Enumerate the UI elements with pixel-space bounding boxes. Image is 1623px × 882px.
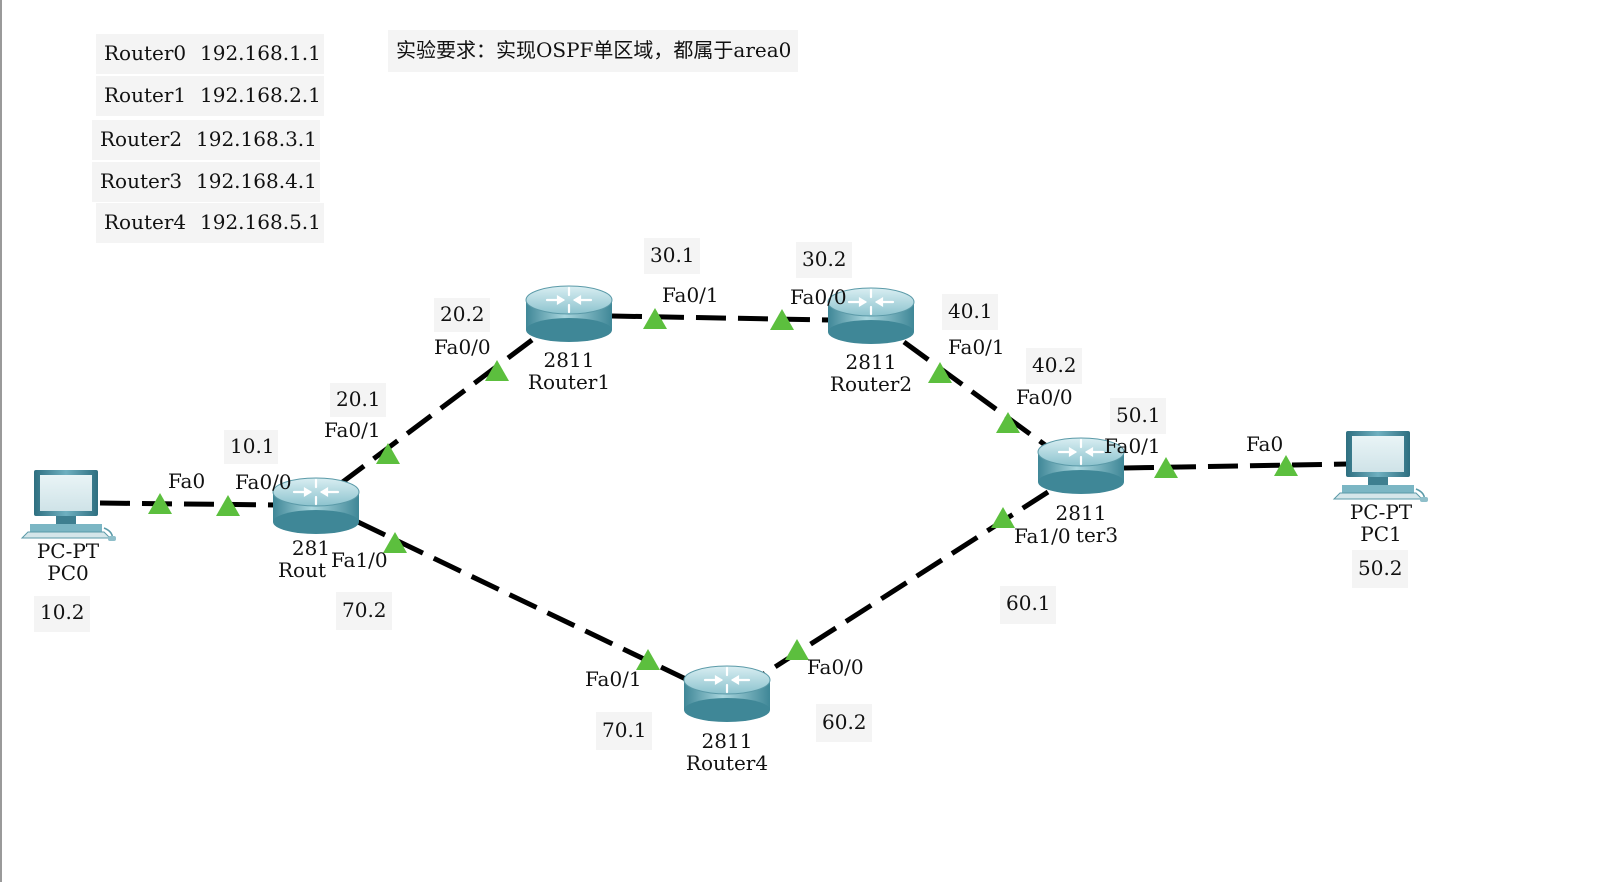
pc1-model-label: PC-PT (1350, 500, 1413, 524)
device-router4[interactable]: 2811 Router4 (682, 664, 772, 775)
address-note: 30.2 (802, 247, 847, 271)
port-label: Fa0/1 (662, 283, 719, 307)
router3-ip-cell: 192.168.4.1 (196, 169, 317, 193)
router0-name-cell: Router0 (104, 41, 186, 65)
port-label: Fa1/0 (331, 548, 388, 572)
port-label: Fa0/0 (1016, 385, 1073, 409)
router0-model-label: 281 (292, 536, 330, 560)
port-label: Fa0/0 (790, 285, 847, 309)
link-router0-router4[interactable] (356, 519, 694, 685)
link-up-triangle-icon (785, 639, 809, 660)
router1-name-label: Router1 (528, 370, 610, 394)
address-note: 20.2 (440, 302, 485, 326)
address-note: 70.2 (342, 598, 387, 622)
pc-icon[interactable] (1333, 430, 1429, 503)
router3-name-label: ter3 (1076, 523, 1118, 547)
port-label: Fa0/1 (1104, 434, 1161, 458)
port-label: Fa1/0 (1014, 524, 1071, 548)
window-left-border (0, 0, 2, 882)
address-note: 70.1 (602, 718, 647, 742)
device-pc0[interactable]: PC-PT PC0 (21, 469, 117, 585)
address-note: 60.2 (822, 710, 867, 734)
address-note: 50.2 (1358, 556, 1403, 580)
address-note: 40.2 (1032, 353, 1077, 377)
router4-model-label: 2811 (702, 729, 753, 753)
device-router0[interactable]: 281 Rout (271, 476, 361, 582)
port-label: Fa0/0 (434, 335, 491, 359)
router-ip-table: Router0 192.168.1.1 Router1 192.168.2.1 … (92, 34, 324, 243)
device-router1[interactable]: 2811 Router1 (524, 284, 614, 394)
address-note: 50.1 (1116, 403, 1161, 427)
router0-ip-cell: 192.168.1.1 (200, 41, 321, 65)
port-label: Fa0 (168, 469, 205, 493)
link-router2-router3[interactable] (902, 339, 1054, 453)
pc0-name-label: PC0 (47, 561, 88, 585)
router2-name-cell: Router2 (100, 127, 182, 151)
router3-name-cell: Router3 (100, 169, 182, 193)
router1-model-label: 2811 (544, 348, 595, 372)
pc1-name-label: PC1 (1360, 522, 1401, 546)
router1-ip-cell: 192.168.2.1 (200, 83, 321, 107)
address-note: 10.2 (40, 600, 85, 624)
router2-model-label: 2811 (846, 350, 897, 374)
link-pc0-router0[interactable] (99, 500, 277, 508)
address-note: 10.1 (230, 434, 275, 458)
port-label: Fa0/1 (585, 667, 642, 691)
port-label: Fa0/1 (324, 418, 381, 442)
device-router2[interactable]: 2811 Router2 (826, 286, 916, 396)
router2-name-label: Router2 (830, 372, 912, 396)
link-router3-pc1[interactable] (1123, 461, 1349, 471)
address-notes: 10.1 10.2 20.1 20.2 30.1 30.2 40.1 40.2 … (34, 238, 1408, 750)
address-note: 30.1 (650, 243, 695, 267)
port-label: Fa0/1 (948, 335, 1005, 359)
device-router3[interactable]: 2811 ter3 (1036, 436, 1126, 547)
router3-model-label: 2811 (1056, 501, 1107, 525)
address-note: 40.1 (948, 299, 993, 323)
router2-ip-cell: 192.168.3.1 (196, 127, 317, 151)
router4-name-label: Router4 (686, 751, 768, 775)
requirement-note: 实验要求：实现OSPF单区域，都属于area0 (388, 30, 798, 72)
router-icon[interactable] (524, 284, 614, 344)
port-labels: Fa0 Fa0/0 Fa0/1 Fa1/0 Fa0/0 Fa0/1 Fa0/0 … (168, 283, 1283, 691)
port-label: Fa0/0 (235, 470, 292, 494)
pc0-model-label: PC-PT (37, 539, 100, 563)
links (99, 313, 1349, 685)
router0-name-label: Rout (278, 558, 326, 582)
requirement-text: 实验要求：实现OSPF单区域，都属于area0 (396, 38, 791, 62)
link-router1-router2[interactable] (611, 313, 831, 323)
port-label: Fa0 (1246, 432, 1283, 456)
port-label: Fa0/0 (807, 655, 864, 679)
router-icon[interactable] (682, 664, 772, 724)
device-pc1[interactable]: PC-PT PC1 (1333, 430, 1429, 546)
router4-ip-cell: 192.168.5.1 (200, 210, 321, 234)
router4-name-cell: Router4 (104, 210, 186, 234)
router1-name-cell: Router1 (104, 83, 186, 107)
address-note: 20.1 (336, 387, 381, 411)
address-note: 60.1 (1006, 591, 1051, 615)
